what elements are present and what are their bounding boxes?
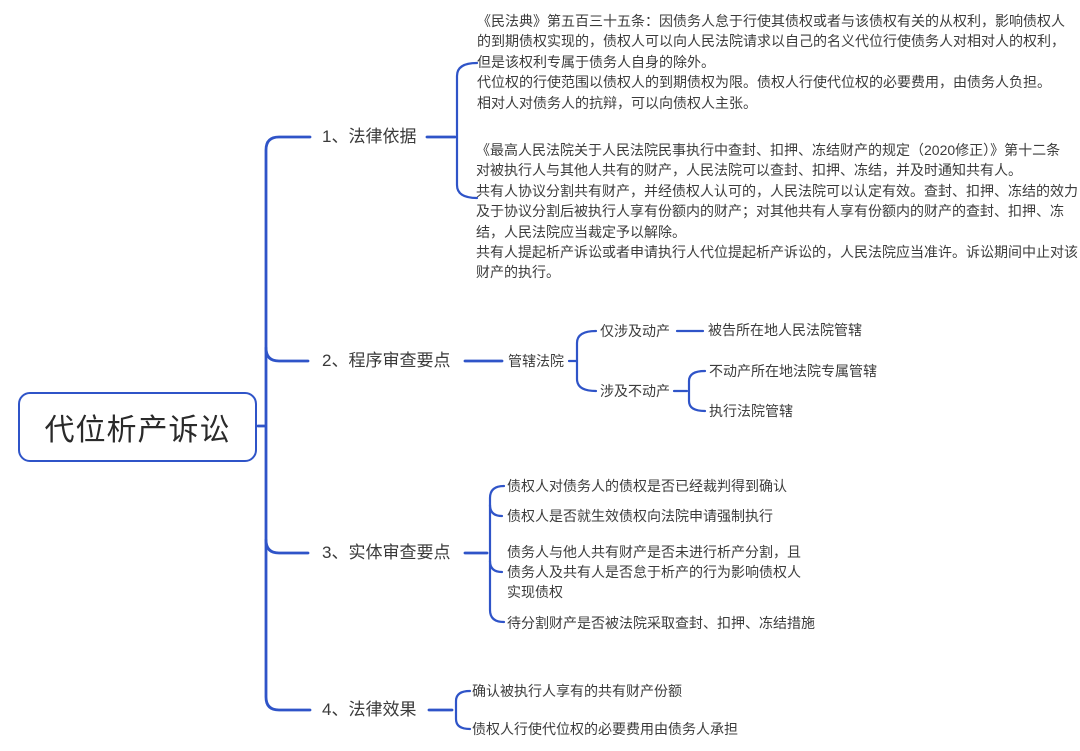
branch-3-substantive-review-label[interactable]: 3、实体审查要点 <box>322 543 451 562</box>
branch-1-bracket <box>455 61 479 200</box>
substantive-item-1[interactable]: 债权人对债务人的债权是否已经裁判得到确认 <box>507 478 787 494</box>
branch-4-bracket <box>454 689 472 731</box>
jurisdiction-court-node[interactable]: 管辖法院 <box>508 353 564 369</box>
effect-item-1[interactable]: 确认被执行人享有的共有财产份额 <box>472 683 682 699</box>
root-topic-label: 代位析产诉讼 <box>44 414 231 447</box>
branch-1-legal-basis-label[interactable]: 1、法律依据 <box>322 127 417 146</box>
legal-basis-civil-code-block[interactable]: 《民法典》第五百三十五条：因债务人怠于行使其债权或者与该债权有关的从权利，影响债… <box>477 13 1065 111</box>
trunk-connector <box>264 135 312 712</box>
root-topic-node[interactable]: 代位析产诉讼 <box>18 392 257 462</box>
defendant-court-leaf[interactable]: 被告所在地人民法院管辖 <box>708 322 862 338</box>
immovable-court-leaf[interactable]: 不动产所在地法院专属管辖 <box>709 363 877 379</box>
movable-only-node[interactable]: 仅涉及动产 <box>600 323 670 339</box>
branch-2-joint <box>264 346 310 363</box>
effect-item-2[interactable]: 债权人行使代位权的必要费用由债务人承担 <box>472 721 738 737</box>
branch-2-procedural-review-label[interactable]: 2、程序审查要点 <box>322 351 451 370</box>
branch-3-bracket <box>488 484 506 624</box>
legal-basis-supreme-court-block[interactable]: 《最高人民法院关于人民法院民事执行中查封、扣押、冻结财产的规定（2020修正）》… <box>476 142 1078 281</box>
substantive-item-2[interactable]: 债权人是否就生效债权向法院申请强制执行 <box>507 508 773 524</box>
immovable-bracket <box>687 369 707 413</box>
immovable-node[interactable]: 涉及不动产 <box>600 383 670 399</box>
branch-3-joint <box>264 538 310 555</box>
substantive-item-3[interactable]: 债务人与他人共有财产是否未进行析产分割，且 债务人及共有人是否怠于析产的行为影响… <box>507 544 801 600</box>
branch-3-bracket-stub-3 <box>488 559 504 574</box>
substantive-item-4[interactable]: 待分割财产是否被法院采取查封、扣押、冻结措施 <box>507 615 815 631</box>
enforcement-court-leaf[interactable]: 执行法院管辖 <box>709 403 793 419</box>
branch-4-legal-effect-label[interactable]: 4、法律效果 <box>322 700 417 719</box>
jurisdiction-bracket <box>575 329 598 393</box>
branch-3-bracket-stub-2 <box>488 503 504 518</box>
